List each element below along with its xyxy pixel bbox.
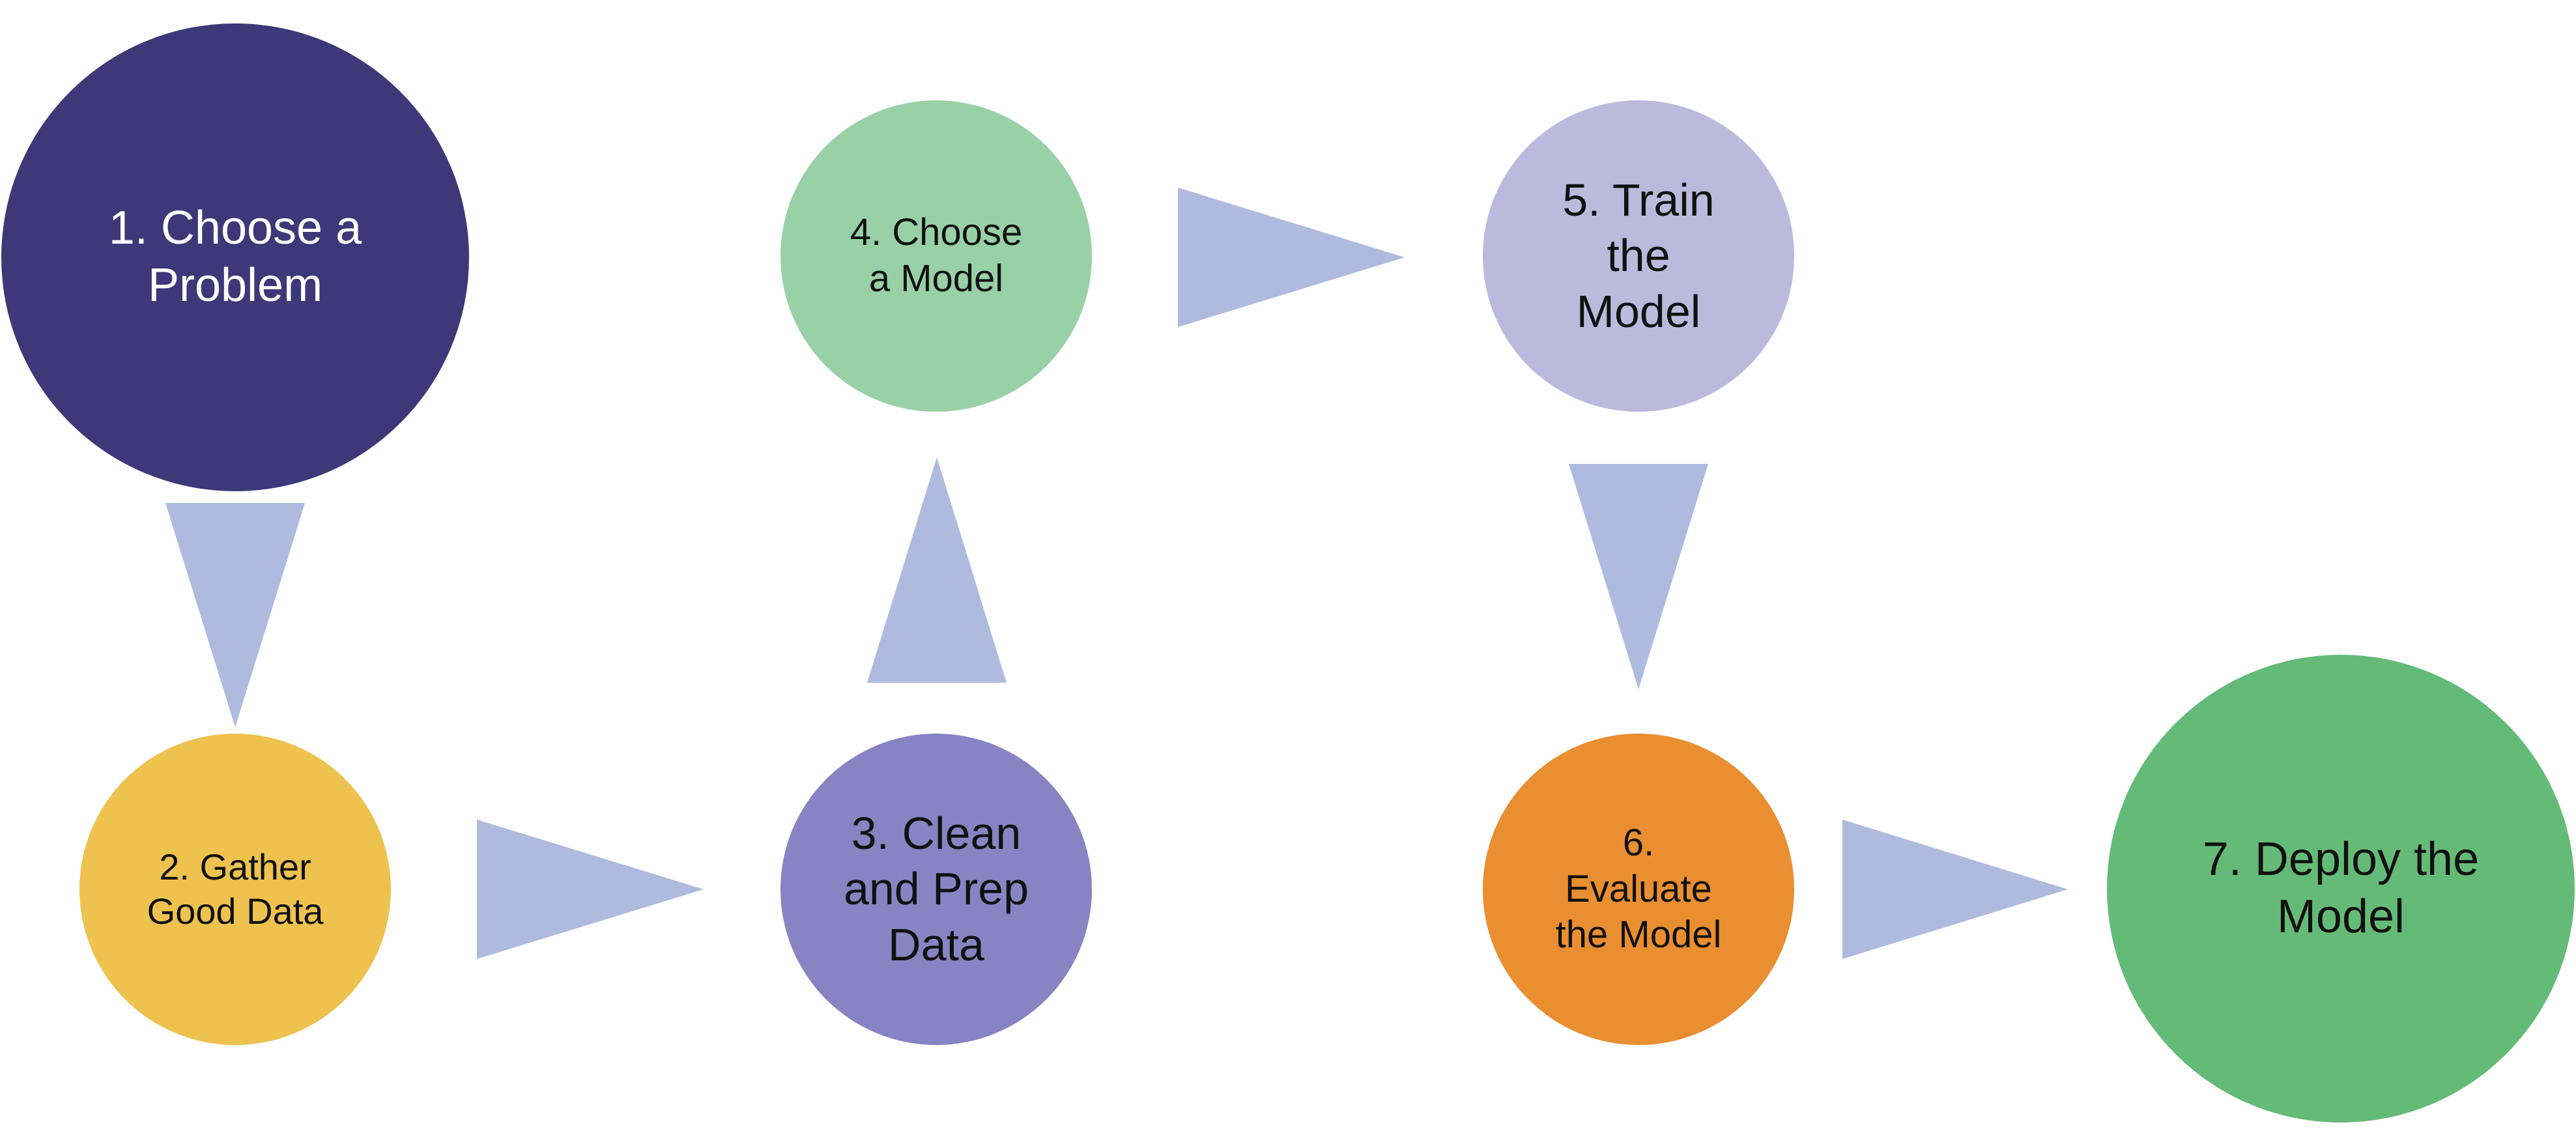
arrow-5-to-6 xyxy=(1569,464,1708,689)
arrow-6-to-7 xyxy=(1842,820,2068,959)
step-label: 4. Choose a Model xyxy=(850,211,1023,300)
arrow-4-to-5 xyxy=(1178,188,1405,327)
step-deploy-model: 7. Deploy the Model xyxy=(2107,655,2575,1123)
step-evaluate-model: 6. Evaluate the Model xyxy=(1483,734,1794,1045)
step-label: 6. Evaluate the Model xyxy=(1555,821,1722,956)
step-gather-data: 2. Gather Good Data xyxy=(79,734,391,1045)
step-label: 7. Deploy the Model xyxy=(2202,833,2480,943)
step-choose-model: 4. Choose a Model xyxy=(780,100,1092,412)
arrow-1-to-2 xyxy=(165,503,305,727)
arrow-2-to-3 xyxy=(477,820,704,959)
step-label: 2. Gather Good Data xyxy=(147,846,324,932)
arrow-3-to-4 xyxy=(867,457,1007,683)
step-label: 3. Clean and Prep Data xyxy=(843,807,1029,970)
step-clean-prep-data: 3. Clean and Prep Data xyxy=(780,734,1092,1045)
step-choose-problem: 1. Choose a Problem xyxy=(1,23,469,491)
step-label: 5. Train the Model xyxy=(1562,174,1715,337)
step-train-model: 5. Train the Model xyxy=(1483,100,1794,412)
step-label: 1. Choose a Problem xyxy=(108,202,362,311)
